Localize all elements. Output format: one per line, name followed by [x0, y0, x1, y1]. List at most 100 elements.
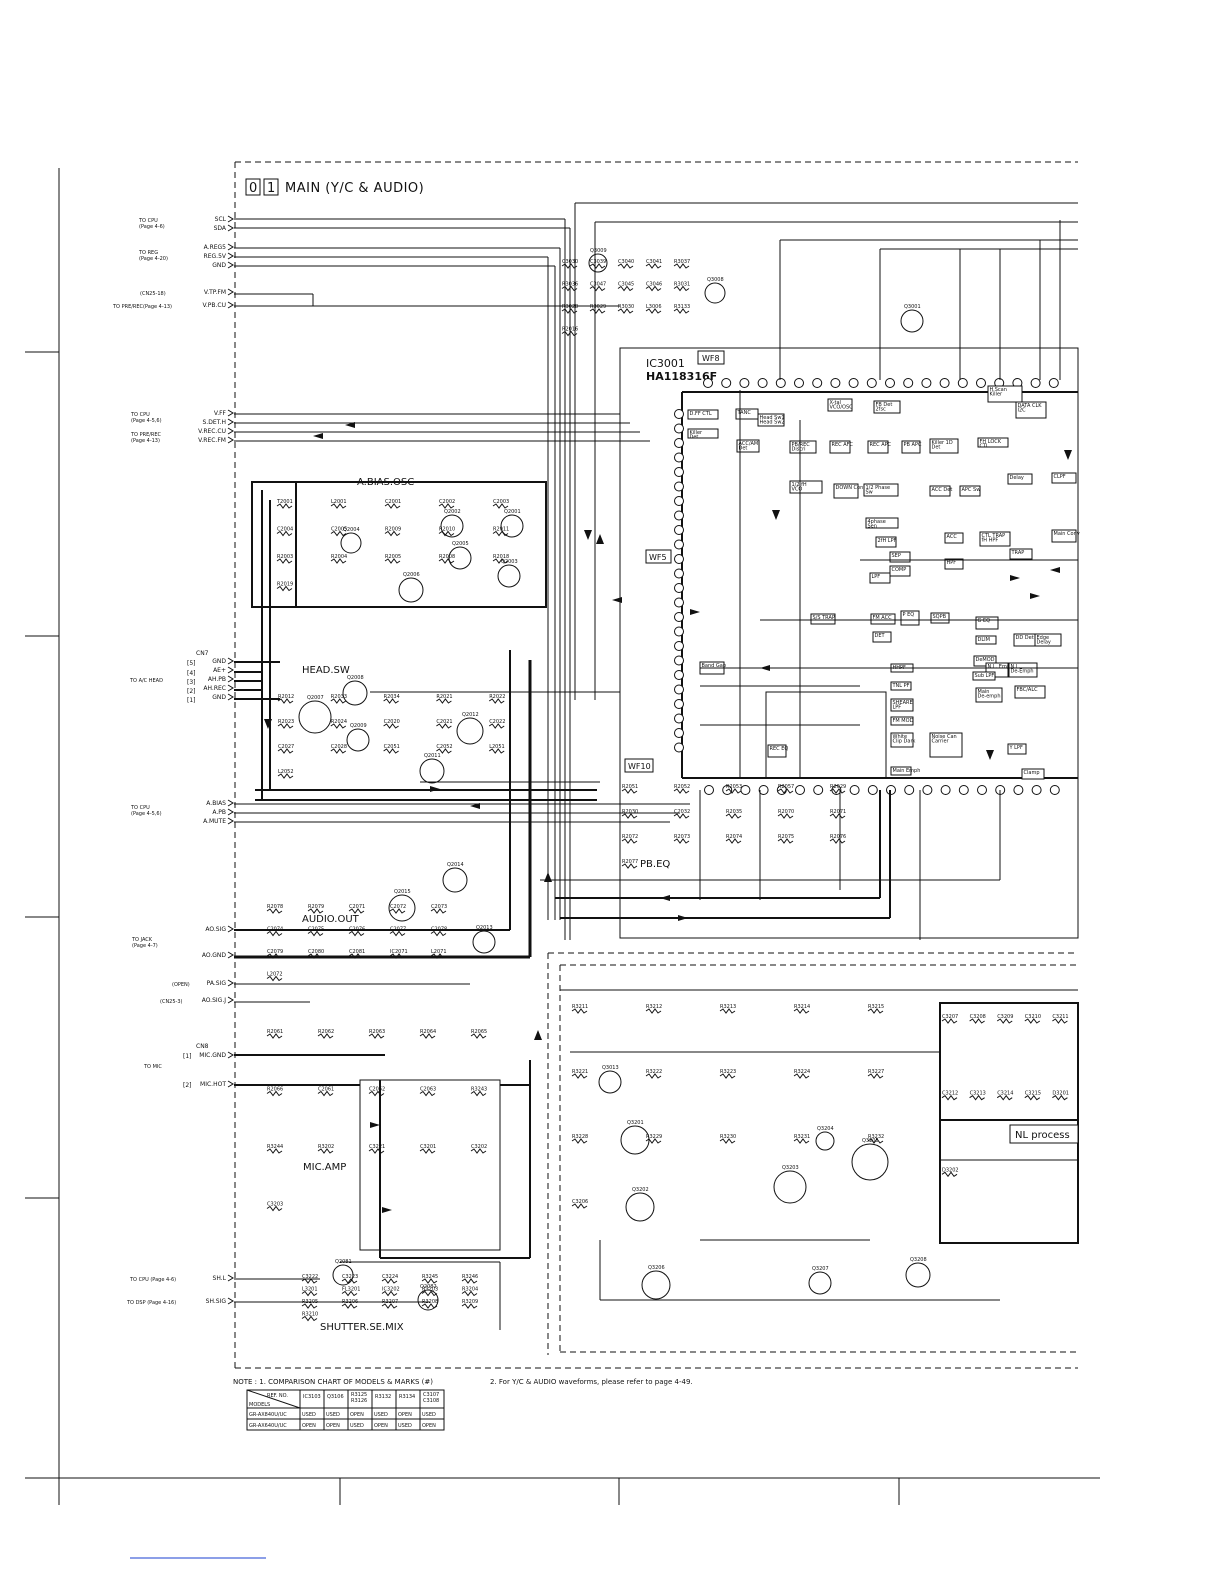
- ic-pin: [757, 378, 768, 388]
- transistor: [704, 282, 726, 304]
- ic-pin: [940, 785, 951, 795]
- component-ref: R3030: [618, 304, 634, 310]
- component-symbol: [777, 788, 794, 794]
- component-symbol: [996, 1018, 1013, 1024]
- component-symbol: [673, 285, 690, 292]
- component-ref: R2021: [436, 694, 452, 700]
- transistor-ref: Q2007: [307, 695, 324, 701]
- component-symbol: [488, 723, 505, 729]
- ic-pin: [1031, 785, 1042, 795]
- ic-ref: IC3001: [646, 357, 685, 370]
- component-symbol: [725, 838, 742, 844]
- ic-block: [944, 558, 964, 570]
- transistor-ref: Q2011: [424, 753, 441, 759]
- connector-arrow: [227, 657, 234, 665]
- component-ref: R2075: [778, 834, 794, 840]
- component-symbol: [719, 1008, 736, 1014]
- component-symbol: [301, 1278, 318, 1284]
- connector-signal: MIC.HOT: [200, 1081, 226, 1088]
- table-cell: USED: [374, 1412, 388, 1418]
- table-header: R3134: [399, 1394, 415, 1400]
- cn7-pin-5: [5]: [187, 660, 196, 667]
- connector-page: (Page 4-5,6): [131, 418, 162, 424]
- component-symbol: [571, 1008, 588, 1014]
- component-symbol: [673, 813, 690, 819]
- transistor: [340, 532, 362, 554]
- component-ref: R2053: [726, 784, 742, 790]
- ic-block-label: X-tal: [830, 400, 841, 406]
- component-symbol: [571, 1073, 588, 1079]
- connector-destination: TO CPU: [130, 805, 150, 811]
- ic-block: [890, 716, 914, 726]
- cn7-pin-1: [1]: [187, 697, 196, 704]
- component-ref: R2004: [331, 554, 347, 560]
- ic-pin: [849, 785, 860, 795]
- component-symbol: [492, 558, 509, 564]
- ic-block: [889, 565, 911, 577]
- ic-block-label: FBC/ALC: [1017, 687, 1039, 693]
- component-ref: T2001: [276, 499, 293, 505]
- component-symbol: [389, 953, 406, 959]
- component-ref: R2012: [278, 694, 294, 700]
- ic-block-label: Main Conv: [1054, 531, 1080, 537]
- transistor: [472, 930, 496, 954]
- ic-block-label: H.Scan: [990, 387, 1007, 393]
- ic-pin: [674, 670, 684, 680]
- component-symbol: [941, 1171, 958, 1178]
- ic-block-label: SQPB: [933, 614, 947, 620]
- component-ref: R3221: [572, 1069, 588, 1075]
- ic-block: [929, 485, 951, 497]
- component-symbol: [383, 748, 399, 754]
- label-mic-amp: MIC.AMP: [303, 1162, 346, 1173]
- component-ref: R3210: [302, 1312, 318, 1318]
- connector-arrow: [227, 951, 234, 959]
- component-ref: R2063: [369, 1029, 385, 1035]
- connector-arrow: [227, 243, 234, 251]
- ic-block-label: DLIM: [978, 637, 990, 643]
- connector-signal: V.TP.FM: [204, 289, 226, 296]
- component-ref: C2074: [267, 927, 283, 933]
- component-ref: C2028: [331, 744, 347, 750]
- component-ref: R2030: [622, 809, 638, 815]
- table-header: C3108: [423, 1398, 439, 1404]
- transistor: [456, 717, 484, 745]
- ic-block-label: Sen: [868, 524, 877, 530]
- component-ref: C3213: [970, 1091, 986, 1097]
- component-symbol: [348, 908, 365, 914]
- component-ref: R2076: [830, 834, 846, 840]
- ic-block-label: REC APC: [870, 442, 892, 448]
- component-ref: IC2071: [390, 949, 408, 955]
- component-symbol: [725, 788, 742, 794]
- ic-block: [833, 483, 859, 499]
- connector-arrow: [227, 1274, 234, 1282]
- component-symbol: [438, 503, 455, 509]
- connector-page: (Page 4-20): [139, 256, 168, 262]
- component-symbol: [589, 263, 606, 269]
- ic-pin: [674, 510, 684, 521]
- transistor-ref: Q3013: [602, 1065, 619, 1071]
- connector-destination: TO DSP (Page 4-16): [126, 1300, 176, 1306]
- transistor: [442, 867, 468, 893]
- component-symbol: [330, 748, 347, 754]
- component-ref: R3028: [562, 304, 578, 310]
- ic-block-label: Noise Can: [932, 734, 957, 740]
- component-symbol: [266, 1148, 283, 1154]
- transistor-ref: Q3208: [910, 1257, 927, 1263]
- ic-block-label: Discri: [792, 447, 806, 453]
- transistor: [598, 1070, 622, 1094]
- component-ref: R3229: [646, 1134, 662, 1140]
- component-ref: C3209: [997, 1014, 1013, 1020]
- component-symbol: [589, 285, 606, 292]
- component-symbol: [317, 1090, 334, 1097]
- ic-pin: [674, 539, 684, 550]
- component-ref: C3207: [942, 1014, 958, 1020]
- board-index-0: 0: [249, 181, 258, 196]
- component-symbol: [438, 530, 455, 537]
- connector-signal: SDA: [214, 225, 227, 232]
- ic-block-label: 1/2 fH: [792, 482, 807, 488]
- component-symbol: [330, 698, 347, 704]
- component-symbol: [277, 698, 294, 704]
- waveform-wf8: WF8: [702, 354, 720, 363]
- ic-part: HA118316F: [646, 370, 717, 383]
